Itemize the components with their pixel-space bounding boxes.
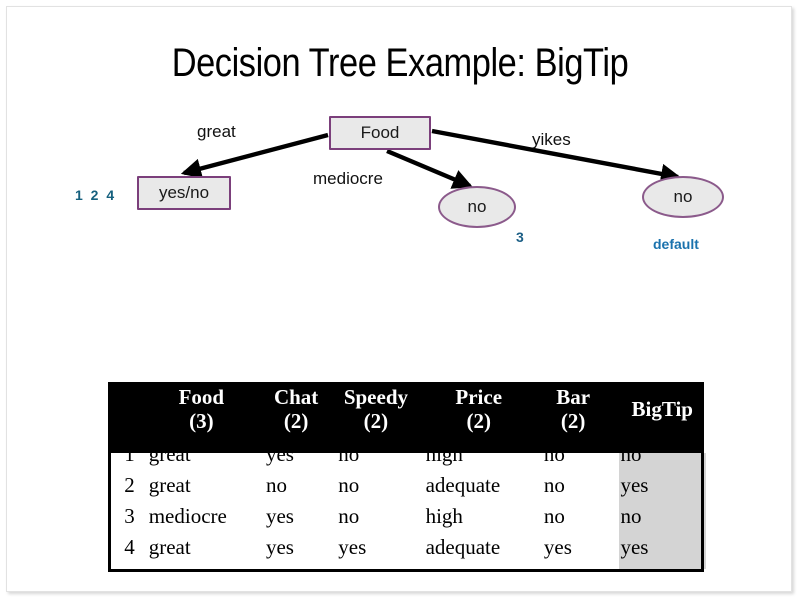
cell-bar: no: [543, 503, 565, 528]
edge-label-great: great: [197, 122, 236, 141]
table-row: 3 mediocre yes no high no no: [108, 501, 704, 532]
cell-bigtip: yes: [620, 534, 649, 559]
edge-label-yikes: yikes: [532, 130, 571, 149]
tree-node-food-label: Food: [360, 123, 400, 142]
decision-tree-diagram: Food yes/no no no great mediocre yikes 1…: [7, 7, 791, 377]
edge-mediocre: [386, 148, 473, 189]
edge-label-mediocre: mediocre: [313, 169, 383, 188]
col-header-food-count: (3): [189, 408, 214, 433]
cell-chat: yes: [265, 442, 294, 467]
cell-bar: no: [543, 442, 565, 467]
cell-bigtip: yes: [620, 473, 649, 497]
tree-node-no-yikes[interactable]: no: [642, 176, 724, 218]
dataset-table-container: Food (3) Chat (2) Speedy (2) Price (2): [108, 382, 706, 577]
tree-edges-svg: [180, 128, 682, 189]
col-header-speedy: Speedy (2): [332, 382, 420, 440]
tree-node-no-mediocre-label: no: [467, 197, 487, 216]
cell-bigtip: no: [620, 503, 642, 528]
cell-chat: no: [265, 473, 287, 497]
table-body: 1 great yes no high no no 2 great no no …: [108, 439, 704, 563]
col-header-chat: Chat (2): [259, 382, 333, 440]
cell-index: 2: [124, 473, 135, 497]
col-header-food-label: Food: [178, 385, 225, 409]
edge-yikes: [431, 128, 682, 184]
cell-speedy: no: [338, 503, 360, 528]
cell-speedy: no: [338, 442, 360, 467]
cell-food: great: [148, 442, 191, 467]
col-header-bar: Bar (2): [537, 382, 609, 440]
col-header-price-label: Price: [455, 385, 503, 409]
tree-node-food[interactable]: Food: [329, 116, 431, 150]
tree-node-yes-no-label: yes/no: [158, 183, 210, 202]
col-header-bar-count: (2): [560, 408, 586, 433]
col-header-price: Price (2): [419, 382, 538, 440]
col-header-bar-label: Bar: [556, 385, 591, 409]
col-header-index: [108, 382, 143, 440]
annotation-rows-default: default: [653, 236, 699, 252]
col-header-food: Food (3): [142, 382, 260, 440]
tree-node-yes-no[interactable]: yes/no: [137, 176, 231, 210]
cell-index: 4: [124, 534, 135, 559]
cell-bar: yes: [543, 534, 572, 559]
table-row: 1 great yes no high no no: [108, 439, 704, 470]
cell-price: high: [425, 503, 463, 528]
cell-food: great: [148, 534, 191, 559]
cell-food: mediocre: [148, 503, 227, 528]
cell-speedy: no: [338, 473, 360, 497]
cell-bar: no: [543, 473, 565, 497]
table-row: 4 great yes yes adequate yes yes: [108, 532, 704, 563]
cell-price: adequate: [425, 534, 501, 559]
col-header-speedy-count: (2): [363, 408, 389, 433]
annotation-rows-mediocre: 3: [516, 229, 524, 245]
table-header: Food (3) Chat (2) Speedy (2) Price (2): [108, 382, 704, 440]
col-header-speedy-label: Speedy: [343, 385, 408, 409]
annotation-rows-great: 1 2 4: [75, 187, 117, 203]
col-header-bigtip: BigTip: [608, 382, 704, 440]
cell-chat: yes: [265, 503, 294, 528]
cell-chat: yes: [265, 534, 294, 559]
cell-price: high: [425, 442, 463, 467]
cell-speedy: yes: [338, 534, 367, 559]
cell-food: great: [148, 473, 191, 497]
tree-node-no-mediocre[interactable]: no: [438, 186, 516, 228]
tree-node-no-yikes-label: no: [673, 187, 693, 206]
col-header-chat-label: Chat: [273, 385, 319, 409]
cell-index: 1: [124, 442, 135, 467]
table-row: 2 great no no adequate no yes: [108, 470, 704, 501]
page-title: Decision Tree Example: BigTip: [171, 41, 629, 85]
edge-great: [180, 132, 329, 179]
cell-price: adequate: [425, 473, 501, 497]
dataset-table: Food (3) Chat (2) Speedy (2) Price (2): [108, 382, 704, 563]
bigtip-column-highlight: [619, 453, 706, 569]
table-header-row: Food (3) Chat (2) Speedy (2) Price (2): [108, 382, 704, 440]
col-header-chat-count: (2): [283, 408, 309, 433]
slide-canvas: Decision Tree Example: BigTip Food yes/n…: [6, 6, 792, 592]
col-header-bigtip-label: BigTip: [631, 396, 693, 421]
col-header-price-count: (2): [466, 408, 491, 433]
cell-bigtip: no: [620, 442, 642, 467]
cell-index: 3: [124, 503, 135, 528]
